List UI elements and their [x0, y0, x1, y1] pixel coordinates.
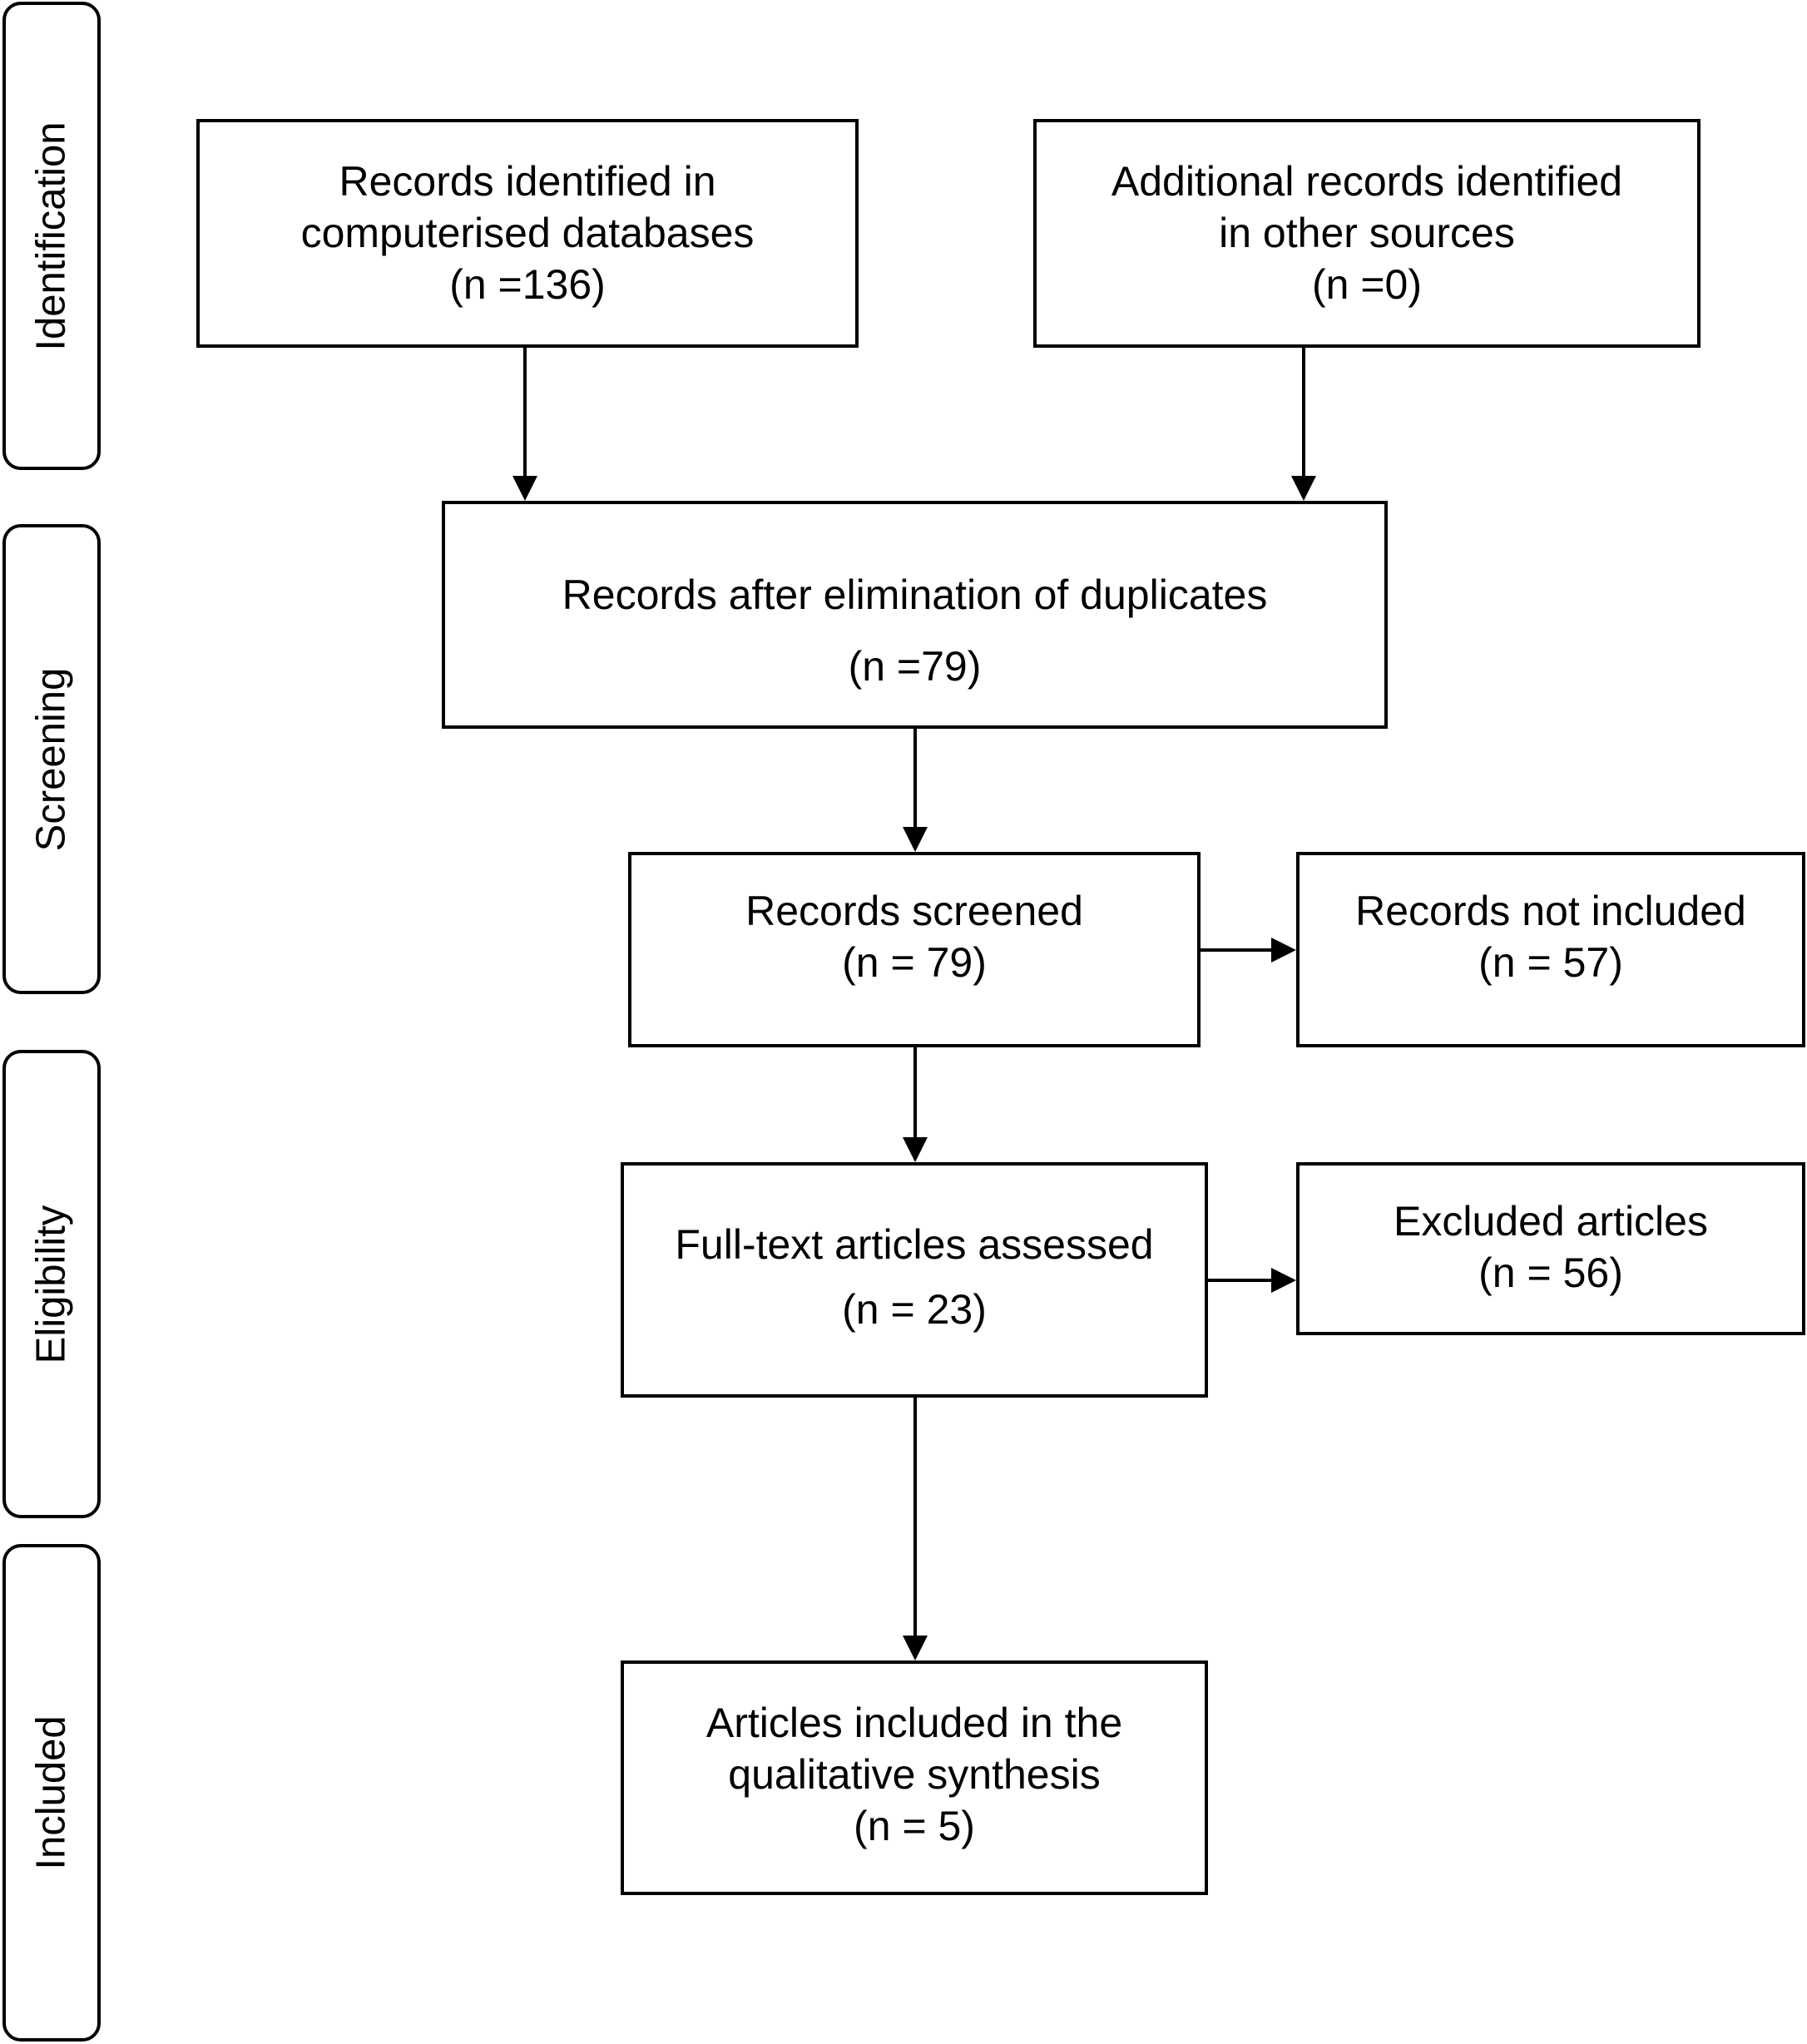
box-databases-count: (n =136) [449, 261, 606, 308]
box-screened-line1: Records screened [745, 888, 1083, 934]
arrowhead-full-text [903, 1137, 928, 1162]
box-full-text: Full-text articles assessed (n = 23) [621, 1162, 1208, 1398]
box-databases-line1: Records identified in [339, 158, 716, 205]
box-full-text-count: (n = 23) [842, 1286, 987, 1333]
box-after-duplicates-line1: Records after elimination of duplicates [562, 572, 1268, 618]
stage-included: Included [2, 1544, 101, 2042]
stage-eligibility: Eligibility [2, 1050, 101, 1518]
box-excluded: Excluded articles (n = 56) [1296, 1162, 1805, 1335]
arrowhead-duplicates [903, 827, 928, 852]
box-not-included-count: (n = 57) [1478, 939, 1623, 986]
arrowhead-databases [512, 476, 537, 501]
box-not-included: Records not included (n = 57) [1296, 852, 1805, 1047]
stage-screening: Screening [2, 524, 101, 994]
box-included-line2: qualitative synthesis [728, 1751, 1101, 1798]
arrowhead-included [903, 1636, 928, 1660]
box-after-duplicates: Records after elimination of duplicates … [442, 501, 1388, 729]
box-other-sources-line1: Additional records identified [1111, 158, 1623, 205]
box-other-sources-line2: in other sources [1219, 210, 1515, 256]
box-screened-count: (n = 79) [842, 939, 987, 986]
box-databases: Records identified in computerised datab… [196, 119, 859, 348]
box-other-sources-count: (n =0) [1311, 261, 1422, 308]
box-databases-line2: computerised databases [300, 210, 755, 256]
box-included-line1: Articles included in the [705, 1700, 1123, 1746]
box-excluded-count: (n = 56) [1478, 1250, 1623, 1296]
box-other-sources: Additional records identified in other s… [1033, 119, 1701, 348]
box-excluded-line1: Excluded articles [1394, 1198, 1708, 1245]
arrowhead-not-included [1271, 938, 1296, 963]
stage-identification: Identification [2, 2, 101, 470]
box-screened: Records screened (n = 79) [628, 852, 1201, 1047]
box-full-text-line1: Full-text articles assessed [675, 1221, 1154, 1268]
box-included-count: (n = 5) [854, 1803, 975, 1849]
arrowhead-excluded [1271, 1268, 1296, 1293]
arrowhead-sources [1291, 476, 1316, 501]
box-included: Articles included in the qualitative syn… [621, 1660, 1208, 1895]
box-after-duplicates-count: (n =79) [848, 643, 982, 690]
box-not-included-line1: Records not included [1355, 888, 1746, 934]
